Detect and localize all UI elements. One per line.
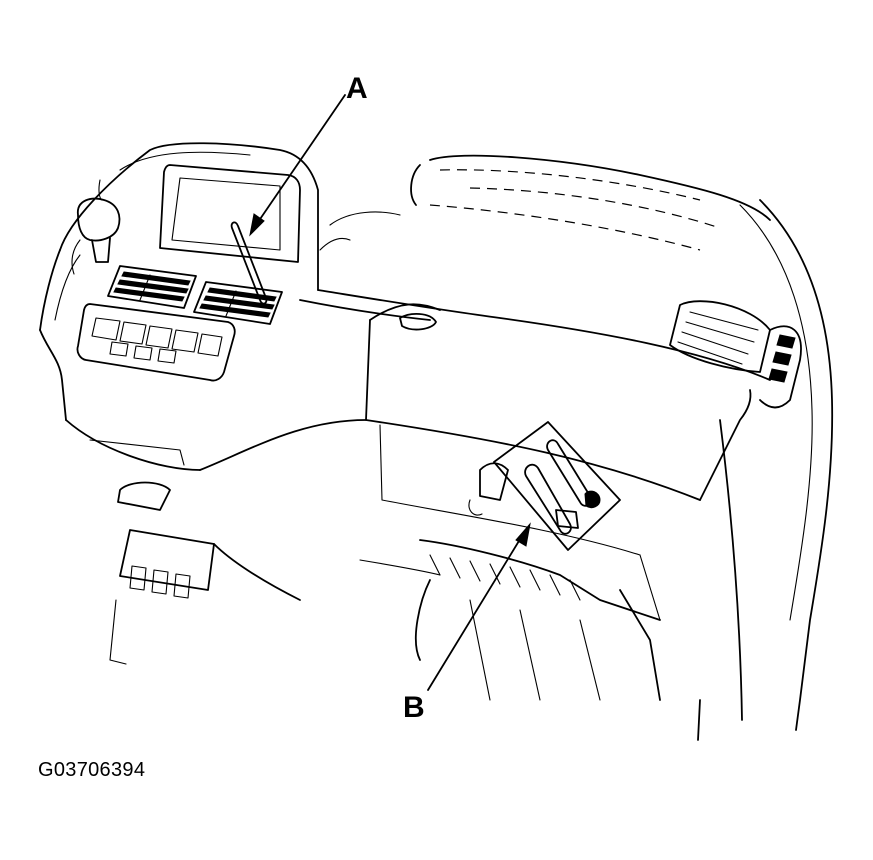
callout-label-a: A: [346, 72, 368, 105]
center-vent-right: [193, 281, 283, 325]
navigation-screen: [159, 164, 301, 263]
center-console: [39, 142, 319, 421]
center-vent-left: [107, 265, 197, 309]
callout-arrow-b: [427, 522, 531, 691]
climate-control-panel: [76, 303, 236, 382]
lower-dashboard: [65, 419, 367, 665]
dashboard-top: [299, 154, 771, 381]
side-vent: [669, 300, 802, 409]
figure-id: G03706394: [38, 759, 146, 781]
filter-bracket: [493, 421, 621, 551]
door-pillar: [719, 199, 834, 731]
under-dash-components: [359, 462, 701, 741]
callout-arrow-a: [249, 94, 346, 237]
callout-label-b: B: [403, 691, 425, 724]
glove-box: [365, 303, 752, 621]
indicator-rod: [230, 221, 268, 305]
shift-lever: [71, 179, 121, 275]
